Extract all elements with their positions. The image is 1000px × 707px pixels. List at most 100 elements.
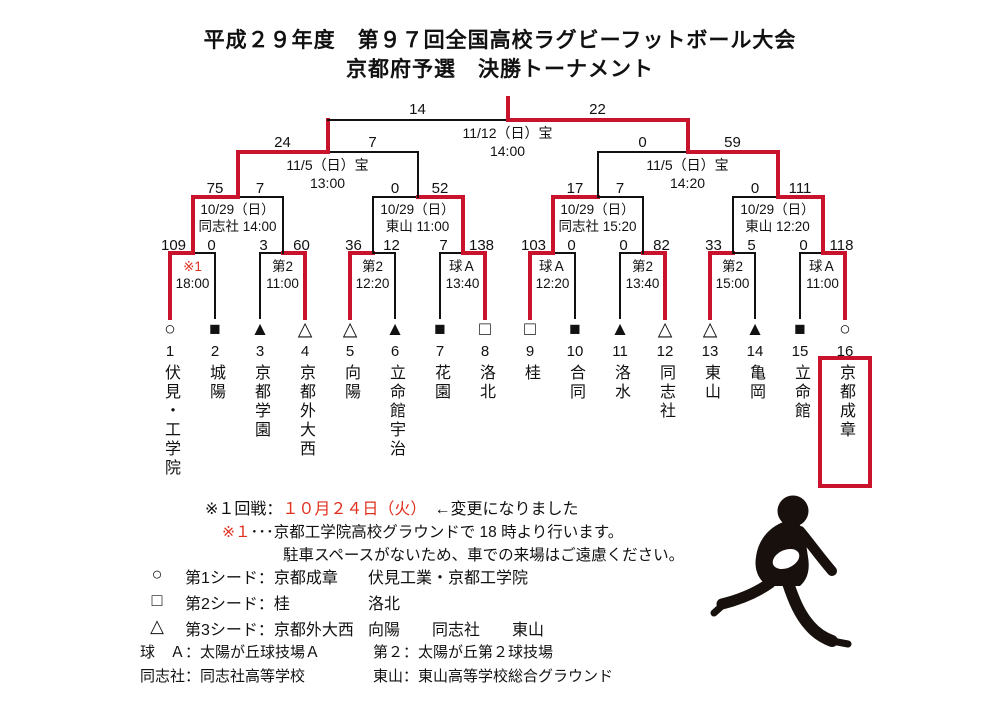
match-venue: 第2: [631, 259, 654, 274]
team-line: [394, 252, 396, 319]
score-left: 17: [566, 180, 584, 197]
team-line: [303, 251, 307, 320]
team-line: [528, 251, 532, 320]
seed-triangle-filled-icon: ▲: [385, 319, 405, 340]
venue-ballpark-a: 球 Ａ：太陽が丘球技場Ａ: [140, 644, 321, 661]
score-left: 0: [390, 180, 400, 197]
note1-suffix: ←変更になりました: [418, 501, 579, 518]
winner-stub: [235, 150, 240, 199]
venue-dai2: 第２：太陽が丘第２球技場: [373, 644, 554, 661]
champion-box: [818, 356, 872, 488]
seed3-label: 第3シード：京都外大西: [185, 622, 354, 639]
team-line: [439, 252, 441, 319]
team-name: 同志社: [657, 364, 674, 421]
seed-square-outline-icon: □: [151, 590, 163, 610]
match-time: 12:20: [355, 276, 390, 291]
match-bar: [820, 251, 847, 255]
score-left: 7: [439, 237, 448, 254]
team-line: [483, 251, 487, 320]
qf-date: 10/29（日）: [380, 202, 455, 217]
match-time: 12:20: [535, 276, 570, 291]
seed-triangle-filled-icon: ▲: [745, 319, 765, 340]
note1-date: １０月２４日（火）: [282, 501, 419, 518]
seed-triangle-outline-icon: △: [342, 319, 358, 340]
qf-date: 10/29（日）: [560, 202, 635, 217]
winner-stub: [550, 195, 555, 255]
sf-time: 14:20: [669, 175, 706, 191]
note-first-round-change: ※１回戦：１０月２４日（火） ←変更になりました: [205, 495, 578, 519]
team-number: 15: [791, 343, 809, 360]
sf-date: 11/5（日）宝: [286, 157, 369, 173]
qf-venue-time: 東山 11:00: [385, 219, 450, 234]
score-left: 0: [750, 180, 760, 197]
team-name: 向陽: [342, 364, 359, 402]
team-name: 伏見・工学院: [162, 364, 179, 478]
team-name: 桂: [522, 364, 539, 383]
team-name: 城陽: [207, 364, 224, 402]
match-time: 13:40: [625, 276, 660, 291]
winner-stub: [190, 195, 195, 255]
match-venue: ※1: [183, 259, 202, 274]
match-time: 11:00: [266, 276, 299, 291]
match-venue: 第2: [271, 259, 294, 274]
match-bar: [731, 252, 756, 254]
seed-triangle-outline-icon: △: [297, 319, 313, 340]
note2-mark: ※１: [222, 524, 251, 541]
match-time: 13:40: [445, 276, 480, 291]
score-right: 7: [615, 180, 625, 197]
score-right: 60: [293, 237, 310, 254]
winner-stub: [820, 195, 825, 255]
team-name: 洛水: [612, 364, 629, 402]
winner-stub: [596, 151, 599, 198]
team-line: [663, 251, 667, 320]
seed-triangle-outline-icon: △: [702, 319, 718, 340]
team-name: 京都成章: [837, 364, 854, 440]
match-bar: [439, 252, 464, 254]
qf-bar: [775, 195, 825, 199]
team-number: 9: [525, 343, 535, 360]
team-number: 7: [435, 343, 445, 360]
seed-square-filled-icon: ■: [434, 319, 446, 340]
score-right: 82: [653, 237, 670, 254]
team-line: [168, 251, 172, 320]
winner-stub: [775, 150, 780, 199]
team-line: [214, 252, 216, 319]
score-right: 59: [724, 134, 741, 151]
winner-stub: [325, 118, 330, 154]
title-line2: 京都府予選 決勝トーナメント: [346, 58, 654, 81]
seed-square-outline-icon: □: [524, 319, 536, 340]
team-line: [708, 251, 712, 320]
match-bar: [348, 251, 375, 255]
qf-date: 10/29（日）: [740, 202, 815, 217]
team-name: 京都外大西: [297, 364, 314, 459]
seed-triangle-outline-icon: △: [150, 616, 164, 636]
seed2-label: 第2シード：桂: [185, 596, 290, 613]
team-number: 11: [612, 343, 628, 360]
venue-higashiyama: 東山：東山高等学校総合グラウンド: [373, 668, 614, 685]
team-number: 8: [480, 343, 490, 360]
match-bar: [280, 251, 307, 255]
score-left: 0: [799, 237, 808, 254]
winner-stub: [371, 196, 374, 254]
score-right: 5: [747, 237, 756, 254]
rugby-player-silhouette: [710, 495, 852, 648]
final-bar: [505, 118, 690, 122]
team-number: 16: [836, 343, 854, 360]
sf-bar: [596, 151, 689, 153]
team-number: 6: [390, 343, 400, 360]
match-bar: [191, 252, 216, 254]
match-bar: [640, 251, 667, 255]
score-left: 103: [520, 237, 547, 254]
qf-bar: [236, 196, 284, 198]
score-left: 24: [274, 134, 291, 151]
seed-circle-outline-icon: ○: [164, 319, 176, 340]
champion-stub: [505, 96, 510, 122]
team-name: 亀岡: [747, 364, 764, 402]
seed-triangle-outline-icon: △: [657, 319, 673, 340]
match-venue: 球Ａ: [449, 259, 476, 274]
score-right: 7: [255, 180, 265, 197]
match-bar: [371, 252, 396, 254]
score-right: 22: [589, 101, 606, 118]
team-number: 12: [656, 343, 674, 360]
